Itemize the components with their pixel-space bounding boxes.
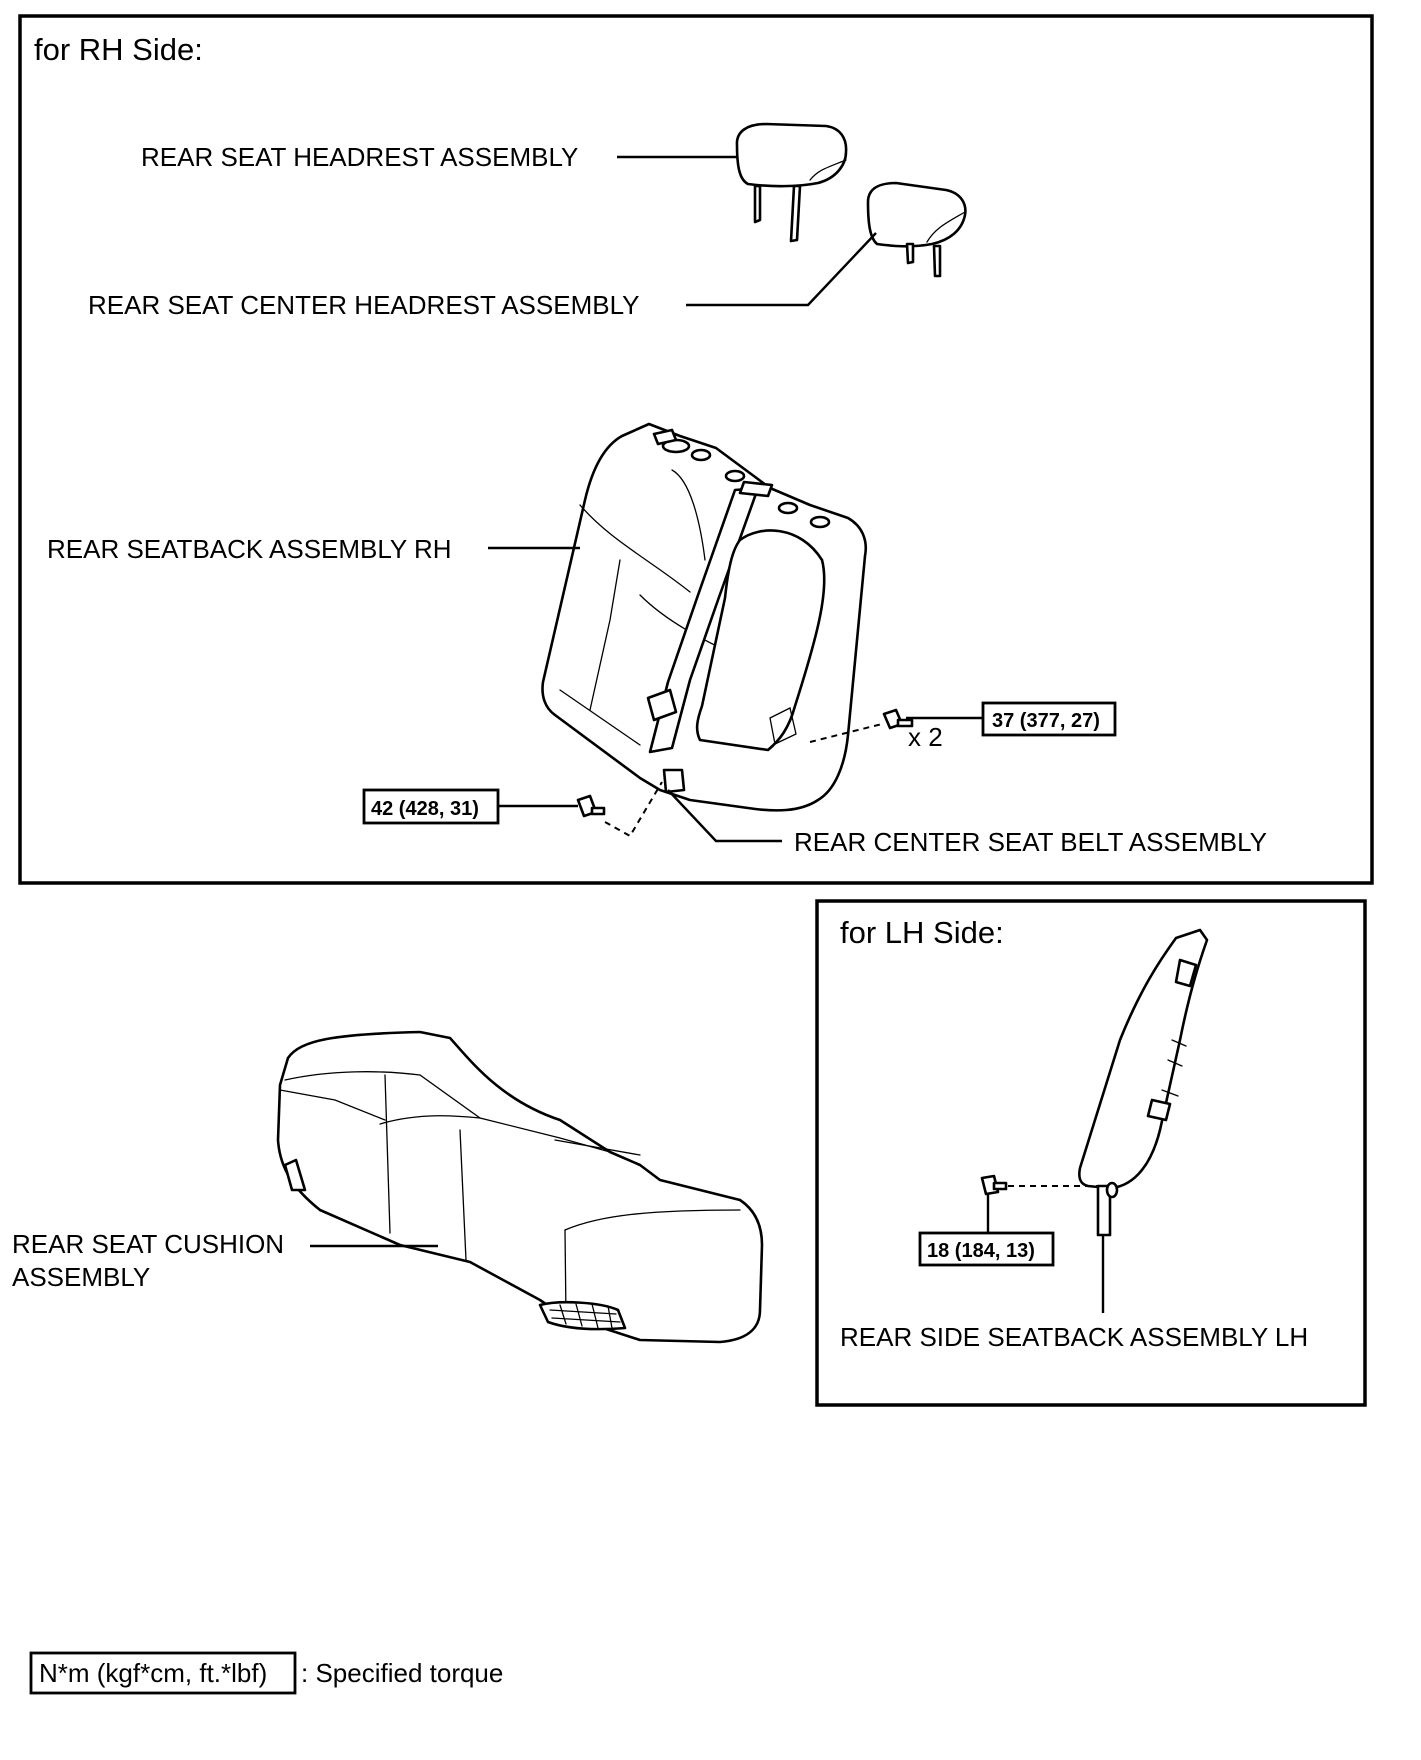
- bolt-quantity: x 2: [908, 722, 943, 752]
- center-belt-label: REAR CENTER SEAT BELT ASSEMBLY: [794, 827, 1267, 857]
- rh-side-frame: [18, 14, 1374, 885]
- rear-seat-cushion: [276, 1030, 764, 1344]
- cushion-label-line1: REAR SEAT CUSHION: [12, 1229, 284, 1259]
- seatback-torque-value: 37 (377, 27): [992, 710, 1100, 732]
- center-belt-leader: [667, 789, 782, 843]
- belt-torque-box: [362, 788, 500, 825]
- legend-unit: N*m (kgf*cm, ft.*lbf): [39, 1658, 267, 1688]
- center-headrest-leader: [686, 232, 877, 307]
- seatback-rh-label: REAR SEATBACK ASSEMBLY RH: [47, 534, 452, 564]
- rear-seat-center-headrest: [866, 181, 967, 278]
- lh-side-frame: [815, 899, 1367, 1407]
- rear-side-seatback-lh: [1077, 928, 1209, 1237]
- belt-torque-value: 42 (428, 31): [371, 798, 479, 820]
- lh-torque-box: [918, 1231, 1055, 1267]
- belt-bolt-icon: [576, 794, 606, 818]
- legend-text: : Specified torque: [301, 1658, 503, 1688]
- seatback-torque-box: [981, 701, 1117, 737]
- legend-unit-box: [29, 1651, 297, 1695]
- rh-side-heading: for RH Side:: [34, 32, 203, 67]
- rear-seatback-rh: [541, 422, 868, 812]
- belt-bolt-dash: [604, 781, 663, 838]
- seatback-bolt-dash: [809, 723, 883, 743]
- lh-seatback-label: REAR SIDE SEATBACK ASSEMBLY LH: [840, 1322, 1308, 1352]
- headrest-label: REAR SEAT HEADREST ASSEMBLY: [141, 142, 578, 172]
- center-headrest-label: REAR SEAT CENTER HEADREST ASSEMBLY: [88, 290, 639, 320]
- cushion-label-line2: ASSEMBLY: [12, 1262, 150, 1292]
- lh-bolt-icon: [980, 1174, 1008, 1196]
- seatback-bolt-icon: [882, 708, 914, 730]
- rear-seat-headrest: [735, 122, 848, 243]
- lh-torque-value: 18 (184, 13): [927, 1240, 1035, 1262]
- lh-side-heading: for LH Side:: [840, 915, 1004, 950]
